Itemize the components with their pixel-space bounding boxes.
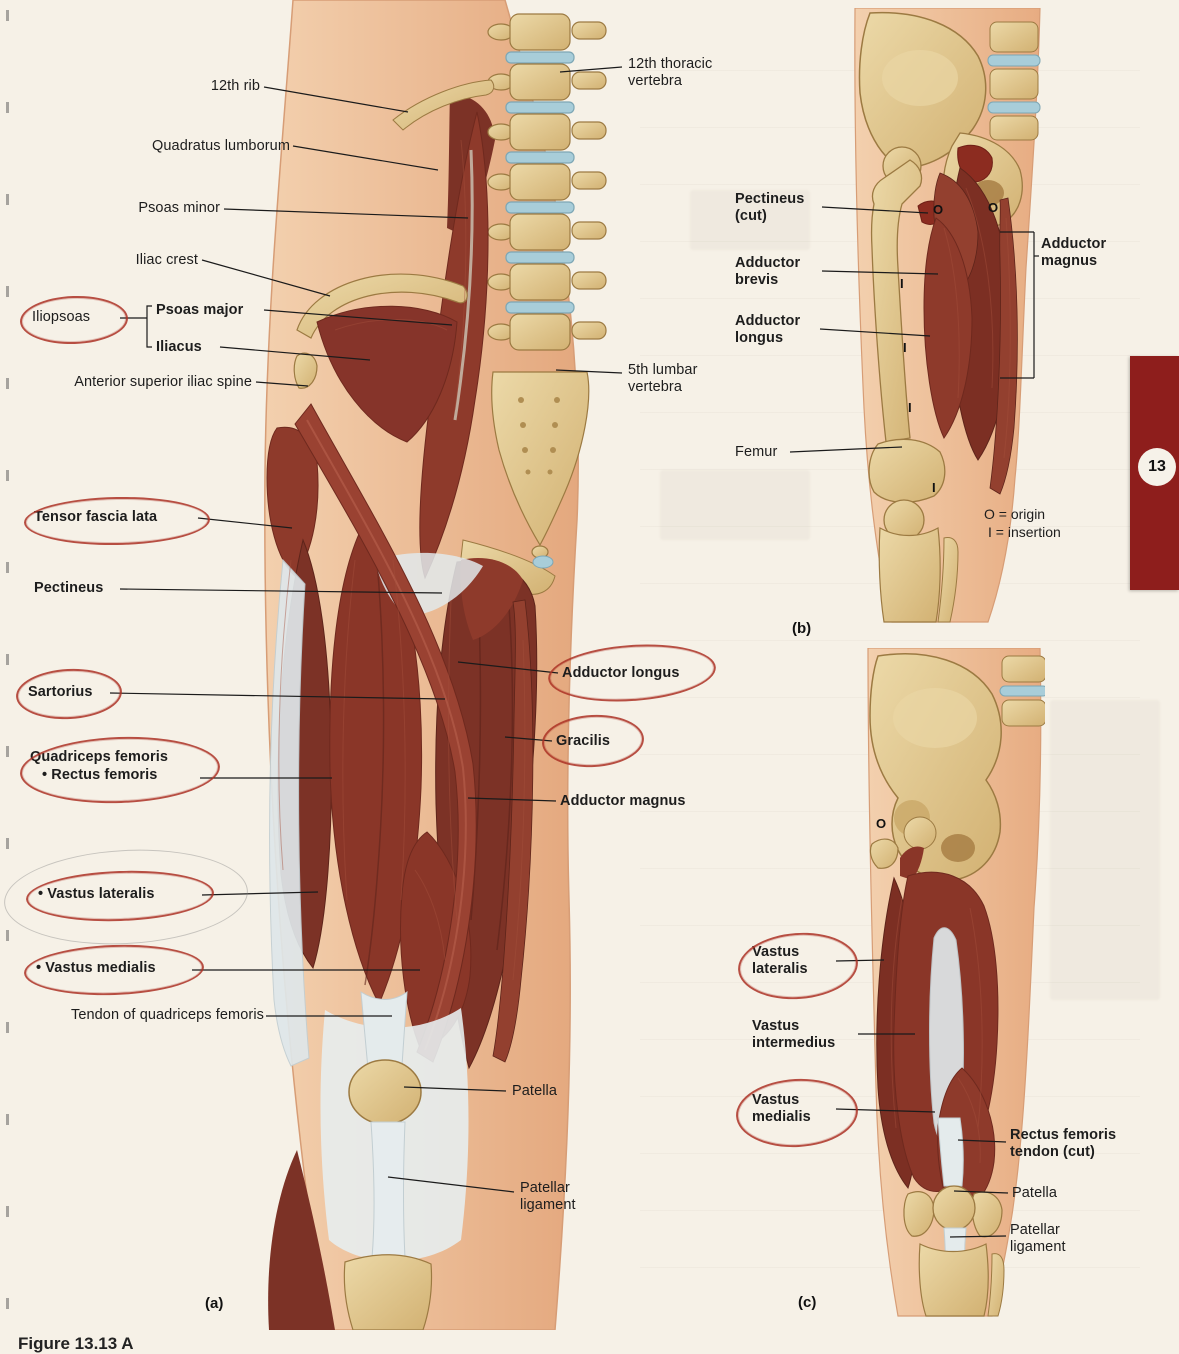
label-adductor-magnus-b: Adductor magnus [1041,236,1107,269]
illustration-adductor-deep [854,8,1041,623]
label-patella-a: Patella [512,1083,558,1099]
bleed-through-smudge [1050,700,1160,1000]
label-rectus-femoris: • Rectus femoris [42,767,158,783]
origin-marker: O [933,202,944,217]
annotation-circle-vastus-medialis [23,941,205,999]
label-vastus-lateralis: • Vastus lateralis [38,886,155,902]
insertion-marker: I [908,400,912,415]
legend-origin: O = origin [984,506,1046,522]
label-5th-lumbar-vertebra: 5th lumbar vertebra [628,362,698,395]
label-adductor-longus-a: Adductor longus [562,665,680,681]
label-psoas-major: Psoas major [156,302,244,318]
annotation-circle-vastus-lateralis-c [735,928,861,1004]
chapter-number-text: 13 [1148,458,1166,475]
label-tensor-fascia-lata: Tensor fascia lata [34,509,158,525]
illustration-anterior-thigh [264,0,607,1330]
label-tendon-of-quadriceps-femoris: Tendon of quadriceps femoris [70,1007,264,1023]
label-psoas-minor: Psoas minor [138,200,220,216]
label-patellar-ligament-a: Patellar ligament [520,1180,576,1213]
label-vastus-intermedius: Vastus intermedius [752,1018,836,1051]
bleed-through-smudge [660,470,810,540]
insertion-marker: I [900,276,904,291]
label-femur: Femur [735,444,778,460]
label-vastus-medialis: • Vastus medialis [36,960,156,976]
label-sartorius: Sartorius [28,684,93,700]
annotation-circle-quadriceps-rectus [18,733,222,807]
label-anterior-superior-iliac-spine: Anterior superior iliac spine [74,374,252,390]
label-iliopsoas: Iliopsoas [32,309,91,325]
label-iliac-crest: Iliac crest [135,252,198,268]
label-vastus-lateralis-c: Vastus lateralis [752,944,808,977]
label-12th-rib: 12th rib [210,78,260,94]
label-quadriceps-femoris: Quadriceps femoris [30,749,168,765]
illustration-vastus-group [867,648,1045,1317]
origin-marker: O [876,816,887,831]
annotation-circle-vastus-medialis-c [734,1075,860,1151]
legend-insertion: I = insertion [988,524,1061,540]
label-adductor-longus-b: Adductor longus [735,313,801,346]
origin-marker: O [988,200,999,215]
label-adductor-brevis: Adductor brevis [735,255,801,288]
panel-a-tag: (a) [205,1295,224,1312]
label-gracilis: Gracilis [556,733,610,749]
page-binding-marks [6,10,9,1340]
annotation-circle-sartorius [14,666,124,722]
annotation-circle-tensor-fascia-lata [23,495,211,547]
label-adductor-magnus-a: Adductor magnus [560,793,686,809]
label-12th-thoracic-vertebra: 12th thoracic vertebra [628,56,713,89]
label-patellar-ligament-c: Patellar ligament [1010,1222,1066,1255]
chapter-tab-number: 13 [1138,448,1176,486]
figure-caption: Figure 13.13 A [18,1334,134,1353]
label-pectineus-cut: Pectineus (cut) [735,191,805,224]
insertion-marker: I [932,480,936,495]
insertion-marker: I [903,340,907,355]
panel-c-tag: (c) [798,1294,817,1311]
label-iliacus: Iliacus [156,339,202,355]
annotation-circle-iliopsoas [19,294,129,346]
label-vastus-medialis-c: Vastus medialis [752,1092,811,1125]
label-pectineus: Pectineus [34,580,104,596]
label-patella-c: Patella [1012,1185,1058,1201]
label-quadratus-lumborum: Quadratus lumborum [152,138,290,154]
panel-b-tag: (b) [792,620,812,637]
label-rectus-femoris-tendon-cut: Rectus femoris tendon (cut) [1010,1127,1117,1160]
